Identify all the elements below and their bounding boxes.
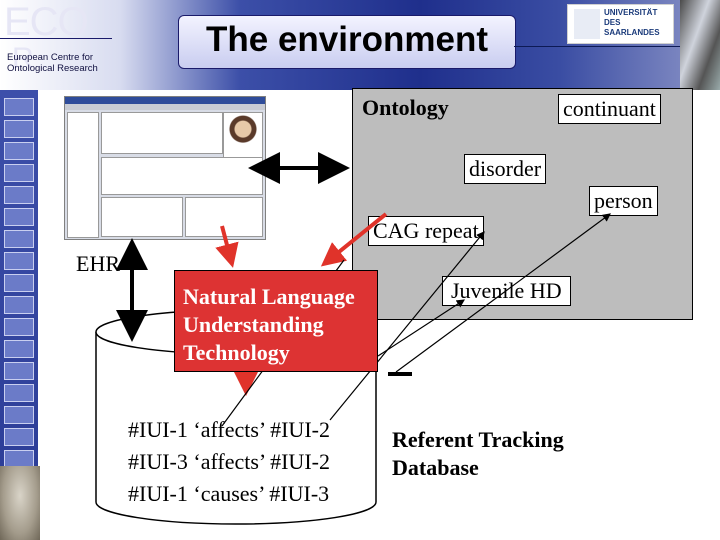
sidebar-square: [4, 230, 34, 248]
ecor-logo-subtitle: European Centre for Ontological Research: [7, 52, 107, 74]
ontology-nlu-arrow: [320, 212, 388, 267]
sidebar-square: [4, 362, 34, 380]
database-entry: #IUI-3 ‘affects’ #IUI-2: [128, 449, 330, 474]
sidebar-square: [4, 142, 34, 160]
ecor-logo-r: R: [12, 42, 34, 75]
database-entry: #IUI-1 ‘affects’ #IUI-2: [128, 417, 330, 442]
sidebar-square: [4, 120, 34, 138]
term-person: person: [589, 186, 658, 216]
ehr-label: EHR: [76, 251, 120, 276]
university-emblem-icon: [574, 9, 600, 39]
nlu-label: Natural Language Understanding Technolog…: [183, 283, 355, 367]
entry-cag-arrow: [329, 231, 485, 421]
slide-title: The environment: [206, 20, 488, 59]
university-logo: UNIVERSITÄT DES SAARLANDES: [567, 4, 674, 44]
logo-rule: [0, 38, 112, 39]
university-name: UNIVERSITÄT DES SAARLANDES: [604, 8, 660, 37]
ehr-titlebar: [65, 97, 265, 104]
term-disorder: disorder: [464, 154, 547, 184]
sidebar-square: [4, 186, 34, 204]
database-label-line: Referent Tracking: [392, 427, 564, 452]
ontology-label: Ontology: [362, 95, 449, 120]
sidebar-square: [4, 318, 34, 336]
ehr-nlu-arrow: [215, 225, 239, 268]
sidebar-square: [4, 252, 34, 270]
sidebar-square: [4, 208, 34, 226]
ehr-tree-panel: [67, 112, 99, 238]
ehr-table-panel: [101, 157, 263, 195]
sidebar-square: [4, 274, 34, 292]
nlu-box: Natural Language Understanding Technolog…: [174, 270, 378, 372]
sidebar-square: [4, 296, 34, 314]
ehr-form-panel: [101, 112, 223, 154]
building-image: [680, 0, 720, 90]
ehr-notes-panel: [101, 197, 183, 237]
sidebar-square: [4, 384, 34, 402]
ehr-screenshot: [64, 96, 266, 240]
nlu-line: Understanding: [183, 312, 324, 337]
title-rule: [514, 46, 720, 47]
term-cag-repeat: CAG repeat: [368, 216, 484, 246]
sidebar-square: [4, 428, 34, 446]
aristotle-statue-image: [0, 466, 40, 540]
logo-subtitle-text: European Centre for Ontological Research: [7, 52, 98, 74]
entry-juvenile-arrow: [377, 299, 466, 357]
sidebar-square: [4, 164, 34, 182]
database-entry: #IUI-1 ‘causes’ #IUI-3: [128, 481, 330, 506]
database-label-line: Database: [392, 455, 479, 480]
nlu-line: Natural Language: [183, 284, 355, 309]
term-juvenile-hd: Juvenile HD: [442, 276, 571, 306]
ecor-logo-text: ECO: [4, 0, 89, 44]
nlu-line: Technology: [183, 340, 290, 365]
sidebar-square: [4, 98, 34, 116]
sidebar-square: [4, 406, 34, 424]
ehr-toolbar: [65, 104, 265, 110]
slide-title-box: The environment: [178, 15, 516, 69]
sidebar-square: [4, 340, 34, 358]
term-continuant: continuant: [558, 94, 661, 124]
sidebar-decoration: [0, 90, 38, 540]
entry-person-arrow: [395, 213, 611, 373]
